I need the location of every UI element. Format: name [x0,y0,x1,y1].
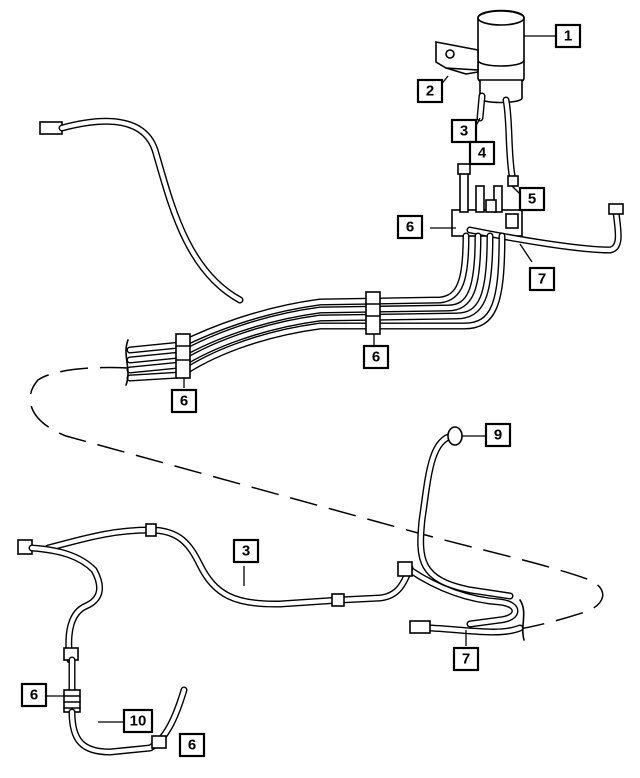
callout-6-connector-label: 6 [406,219,414,236]
callout-5-label: 5 [528,191,536,208]
callout-6-bottom: 6 [178,732,206,758]
callout-4-label: 4 [478,145,487,162]
vapor-canister [477,9,525,104]
routing-outline [29,366,604,633]
callout-2-label: 2 [426,83,434,100]
callout-1-label: 1 [564,28,572,45]
canister-bracket [435,41,479,75]
callout-3-upper: 3 [450,118,478,144]
callout-6-lower-left: 6 [20,682,48,708]
lower-right-bundle [406,566,525,641]
callout-7-upper: 7 [528,266,556,292]
callout-7-lower: 7 [452,646,480,672]
lower-right-hose [417,426,514,600]
callout-1: 1 [554,23,582,49]
callout-6-clip-upper: 6 [362,344,390,370]
callout-2: 2 [416,78,444,104]
callout-6-lower-left-label: 6 [30,687,38,704]
callout-3-lower: 3 [232,538,260,564]
callout-4: 4 [468,140,496,166]
callout-7-lower-label: 7 [462,651,470,668]
callout-10-label: 10 [130,713,147,730]
callout-6-connector: 6 [396,214,424,240]
callout-3-lower-label: 3 [242,543,250,560]
upper-right-line [466,203,624,254]
bundle-clip-upper [365,291,381,335]
callout-9-label: 9 [494,427,502,444]
callout-7-upper-label: 7 [538,271,546,288]
lower-main-line [44,523,414,608]
lower-left-hose [17,539,188,756]
callout-3-upper-label: 3 [460,123,468,140]
main-line-bundle [125,232,506,386]
callout-9: 9 [484,422,512,448]
bundle-clip-lower [175,333,191,379]
callout-6-clip-lower: 6 [170,388,198,414]
callout-leaders [46,35,556,723]
callout-10: 10 [122,708,154,734]
canister-hoses [476,92,519,187]
callout-6-bottom-label: 6 [188,737,196,754]
upper-left-hose [39,117,244,304]
callout-6-clip-upper-label: 6 [372,349,380,366]
upper-connector-block [451,163,523,237]
callout-6-clip-lower-label: 6 [180,393,188,410]
callout-5: 5 [518,186,546,212]
